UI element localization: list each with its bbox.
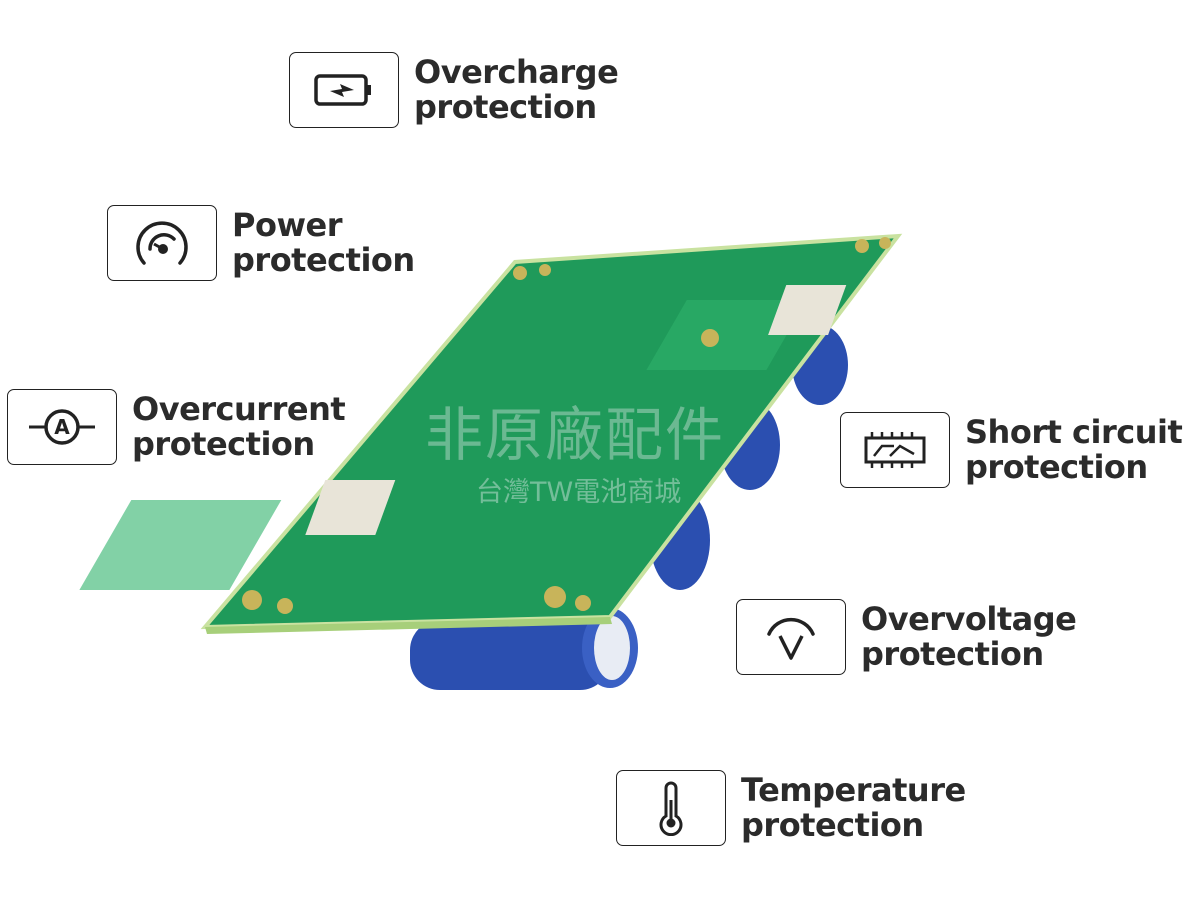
voltmeter-icon: [736, 599, 846, 675]
feature-title: Overvoltage: [861, 600, 1077, 638]
ammeter-icon: A: [7, 389, 117, 465]
gauge-icon: [107, 205, 217, 281]
feature-title: Overcurrent: [132, 390, 346, 428]
feature-title: Power: [232, 206, 342, 244]
feature-subtitle: protection: [132, 425, 315, 463]
feature-subtitle: protection: [414, 88, 597, 126]
battery-charge-icon: [289, 52, 399, 128]
feature-subtitle: protection: [232, 241, 415, 279]
connectors: [305, 285, 847, 535]
feature-subtitle: protection: [741, 806, 924, 844]
thermometer-icon: [616, 770, 726, 846]
feature-title: Temperature: [741, 771, 966, 809]
feature-subtitle: protection: [965, 448, 1148, 486]
watermark-title: 非原廠配件: [425, 401, 726, 469]
circuit-board-icon: [840, 412, 950, 488]
feature-title: Overcharge: [414, 53, 619, 91]
svg-text:A: A: [54, 415, 70, 439]
feature-title: Short circuit: [965, 413, 1183, 451]
feature-subtitle: protection: [861, 635, 1044, 673]
watermark-subtitle: 台灣TW電池商城: [476, 477, 682, 508]
